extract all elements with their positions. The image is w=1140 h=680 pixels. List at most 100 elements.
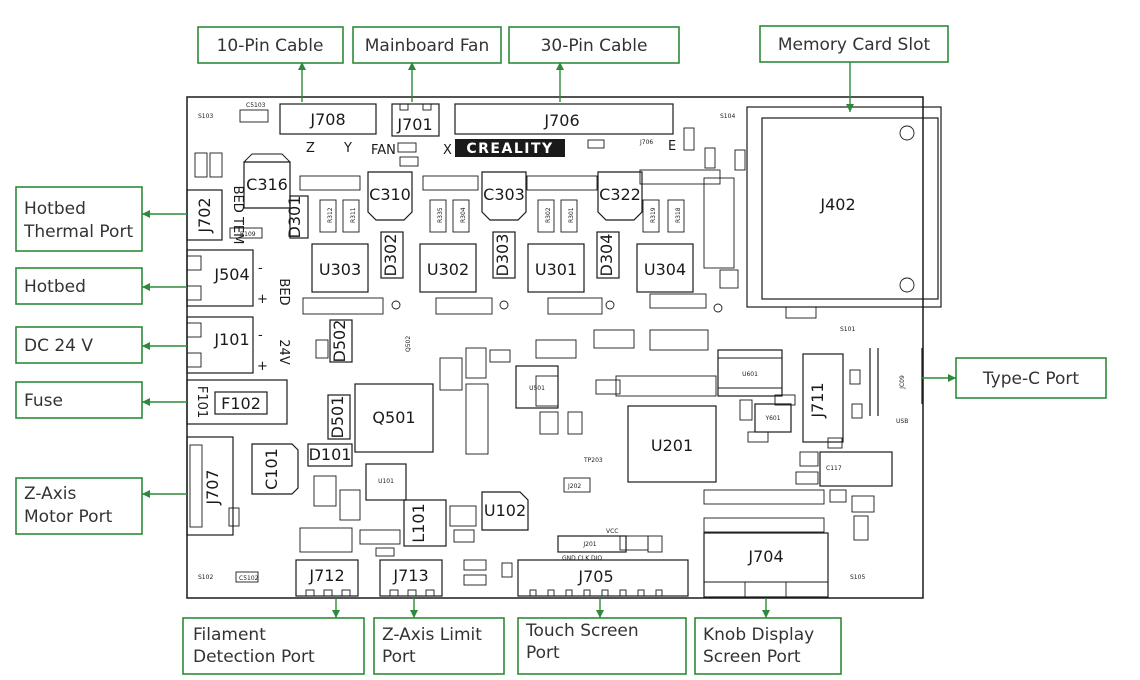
pcb-board: S103 S104 S102 S105 S101 C5103 J708 Z Y …	[186, 96, 942, 599]
callout-30-pin-cable: 30-Pin Cable	[508, 26, 680, 64]
label-r312: R312	[327, 207, 334, 223]
label-s105: S105	[850, 574, 865, 581]
connector-j713: J713	[379, 559, 443, 597]
label-c322: C322	[599, 185, 641, 204]
callout-memory-card-slot: Memory Card Slot	[759, 25, 949, 63]
label-bed-tem: BED TEM	[230, 186, 245, 245]
diode-d302: D302	[380, 231, 404, 279]
callout-10-pin-cable: 10-Pin Cable	[197, 26, 344, 64]
callout-dc-24v-text: DC 24 V	[24, 336, 93, 356]
connector-j705: J705	[517, 559, 689, 597]
callout-type-c-port-text: Type-C Port	[982, 369, 1079, 389]
connector-j708: J708	[279, 103, 377, 135]
label-d303: D303	[493, 234, 512, 277]
label-c316: C316	[246, 175, 288, 194]
label-bed-plus: +	[257, 292, 268, 307]
callout-touch-screen-port-line1: Touch Screen	[525, 621, 639, 641]
label-s104: S104	[720, 113, 735, 120]
callout-filament-detection-port-line1: Filament	[193, 625, 266, 645]
label-bed: BED	[276, 278, 291, 305]
callout-mainboard-fan-text: Mainboard Fan	[365, 36, 490, 56]
label-j202: J202	[567, 483, 581, 490]
label-c5103: C5103	[246, 102, 266, 109]
label-s101: S101	[840, 326, 855, 333]
connector-jc09: JC09	[869, 348, 923, 416]
transistor-q501: Q501	[354, 383, 434, 453]
label-u101: U101	[378, 478, 394, 485]
label-c117: C117	[826, 465, 842, 472]
cap-c322: C322	[597, 171, 643, 221]
label-r302: R302	[545, 207, 552, 223]
callout-10-pin-cable-text: 10-Pin Cable	[217, 36, 324, 56]
callout-z-axis-limit-port: Z-Axis Limit Port	[373, 617, 505, 675]
diode-d304: D304	[596, 231, 620, 279]
label-d101: D101	[309, 445, 352, 464]
callout-30-pin-cable-text: 30-Pin Cable	[541, 36, 648, 56]
small-parts-lower-left	[299, 475, 477, 557]
callout-lines	[142, 62, 956, 618]
label-c303: C303	[483, 185, 525, 204]
callout-z-axis-motor-port-line2: Motor Port	[24, 507, 113, 527]
label-d502: D502	[330, 320, 349, 363]
label-j504: J504	[213, 265, 249, 284]
label-r311: R311	[350, 207, 357, 223]
label-r319: R319	[650, 207, 657, 223]
creality-logo: CREALITY	[455, 139, 565, 157]
chip-u304: U304	[636, 243, 694, 293]
label-u501: U501	[529, 385, 545, 392]
label-r335: R335	[437, 207, 444, 223]
label-24v: 24V	[276, 339, 291, 365]
chip-u303: U303	[311, 243, 369, 293]
label-jc09: JC09	[899, 375, 906, 390]
callout-filament-detection-port: Filament Detection Port	[182, 617, 365, 675]
diode-d303: D303	[492, 231, 516, 279]
callout-knob-display-screen-port: Knob Display Screen Port	[694, 617, 842, 675]
label-j705: J705	[577, 567, 613, 586]
callout-type-c-port: Type-C Port	[955, 357, 1107, 399]
chip-u101: U101	[365, 463, 407, 501]
label-f102: F102	[221, 394, 261, 413]
callout-mainboard-fan: Mainboard Fan	[352, 26, 502, 64]
small-parts-lower-right	[619, 489, 825, 553]
connector-j712: J712	[295, 559, 359, 597]
label-e-axis: E	[668, 139, 676, 154]
connector-j711: J711	[802, 353, 844, 443]
connector-j701: J701	[391, 103, 440, 137]
c117-block: C117	[795, 451, 893, 541]
label-u301: U301	[535, 260, 577, 279]
label-j704: J704	[747, 547, 783, 566]
callout-filament-detection-port-line2: Detection Port	[193, 647, 315, 667]
label-u302: U302	[427, 260, 469, 279]
label-y-axis: Y	[343, 141, 352, 156]
diode-d501: D501	[327, 394, 351, 440]
callout-z-axis-motor-port: Z-Axis Motor Port	[15, 477, 143, 535]
callout-hotbed-thermal-port-line1: Hotbed	[24, 199, 86, 219]
chip-u501: U501	[515, 365, 559, 409]
chip-u301: U301	[527, 243, 585, 293]
cap-c303: C303	[481, 171, 527, 221]
label-r301: R301	[568, 207, 575, 223]
callout-hotbed-thermal-port-line2: Thermal Port	[23, 222, 133, 242]
creality-logo-text: CREALITY	[466, 141, 553, 157]
label-j101: J101	[213, 330, 249, 349]
label-j711: J711	[808, 382, 827, 418]
connector-j101: J101	[186, 316, 254, 374]
label-u601: U601	[742, 371, 758, 378]
label-j701: J701	[396, 115, 432, 134]
callout-z-axis-limit-port-line2: Port	[382, 647, 416, 667]
chip-u102: U102	[481, 491, 529, 531]
label-u201: U201	[651, 436, 693, 455]
label-tp203: TP203	[583, 457, 603, 464]
label-x-axis: X	[443, 143, 452, 158]
connector-j702: J702	[186, 189, 223, 241]
label-r109: R109	[240, 231, 256, 238]
connector-j504: J504	[186, 249, 254, 307]
chip-u601: U601	[717, 349, 783, 397]
label-u303: U303	[319, 260, 361, 279]
label-j706: J706	[543, 111, 579, 130]
label-s103: S103	[198, 113, 213, 120]
inductor-l101: L101	[403, 499, 447, 547]
crystal-y601: Y601	[754, 403, 792, 433]
resistor-row-top	[299, 169, 721, 191]
